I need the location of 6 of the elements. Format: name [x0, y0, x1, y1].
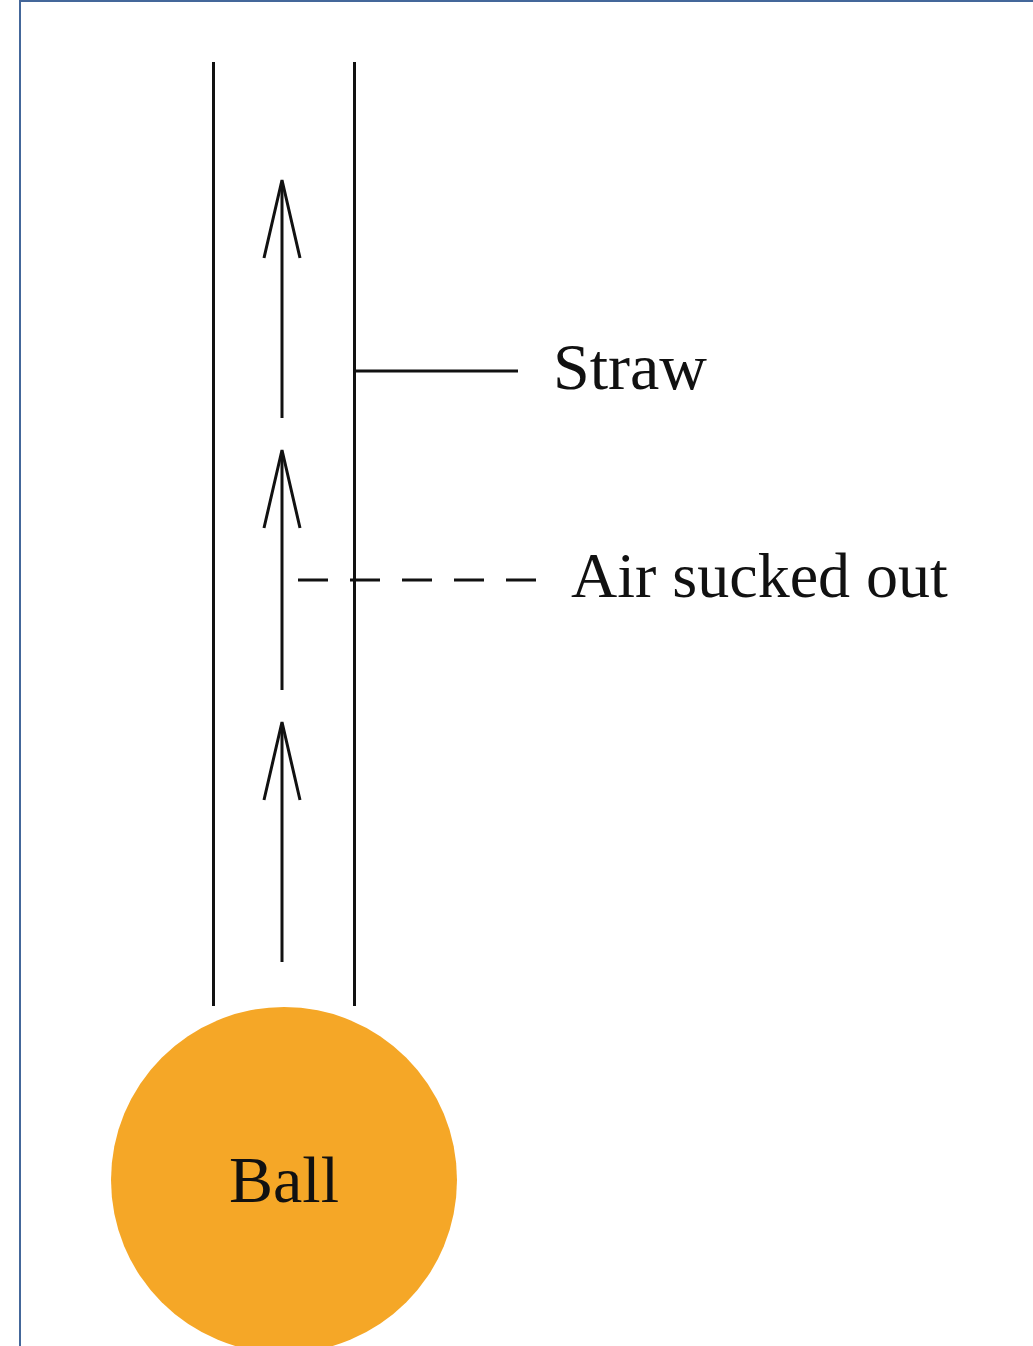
ball-label: Ball — [229, 1147, 339, 1213]
straw-drawing — [212, 62, 356, 1006]
label-text: Air sucked out — [571, 544, 948, 608]
leader-line — [356, 369, 518, 373]
leader-line — [298, 578, 536, 582]
label-text: Straw — [553, 334, 707, 400]
